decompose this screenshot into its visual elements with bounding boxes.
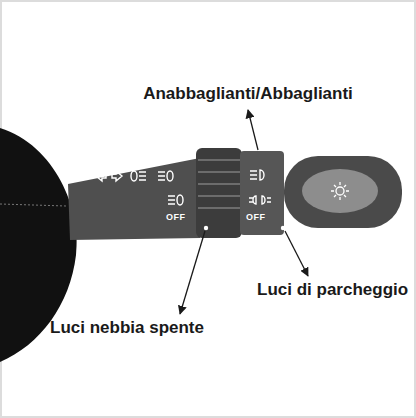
callout-label: Luci di parcheggio xyxy=(257,280,408,300)
column-seam xyxy=(0,204,66,206)
sun-symbol xyxy=(331,182,349,200)
light-ring-symbols xyxy=(249,170,271,204)
leader-line xyxy=(285,231,308,276)
light-ring xyxy=(240,151,284,235)
parking-dot xyxy=(281,226,285,230)
switch-position-mark: OFF xyxy=(166,212,186,222)
fog-ring xyxy=(196,148,242,238)
switch-position-mark: OFF xyxy=(246,212,266,222)
stalk-body xyxy=(68,158,200,240)
callout-label: Luci nebbia spente xyxy=(50,318,204,338)
fog-off-dot xyxy=(204,226,208,230)
leader-line xyxy=(248,110,258,150)
stalk-end-cap xyxy=(284,156,402,228)
leader-line xyxy=(180,231,205,314)
callout-label: Anabbaglianti/Abbaglianti xyxy=(143,84,353,104)
end-button xyxy=(302,169,378,213)
fog-ring-ribs xyxy=(198,160,240,208)
stalk-symbols xyxy=(96,171,183,205)
